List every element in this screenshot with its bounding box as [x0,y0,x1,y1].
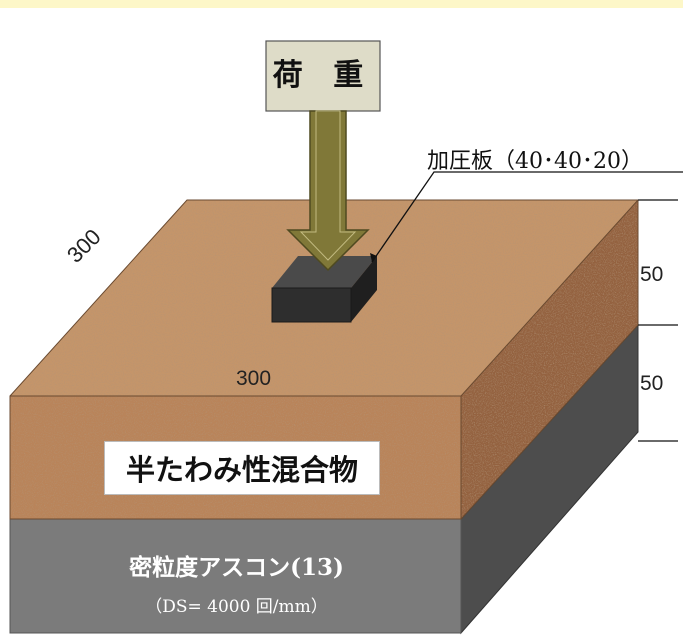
lower-layer-thickness-label: 50 [640,372,664,395]
top-band [0,0,683,8]
load-arrow-highlight [299,110,357,261]
width-dimension-label: 300 [236,367,272,390]
plate-leader-arrowhead [370,253,377,262]
plate-leader-line [371,171,683,263]
upper-layer-thickness-label: 50 [640,263,664,286]
mixture-layer-label: 半たわみ性混合物 [125,453,358,487]
plate-side-face [351,256,377,322]
load-box [265,40,381,112]
load-arrow [286,110,370,272]
sand-side-face [461,200,638,519]
mixture-label-box: 半たわみ性混合物 [104,441,380,495]
asphalt-layer-label: 密粒度アスコン(13) [129,554,344,581]
plate-front-face [271,287,352,323]
plate-label: 加圧板（40･40･20） [427,149,643,174]
plate-top-face [272,256,377,288]
asphalt-front-face [9,518,462,634]
load-label: 荷 重 [272,58,374,93]
asphalt-layer-sublabel: （DS= 4000 回/mm） [145,597,328,617]
